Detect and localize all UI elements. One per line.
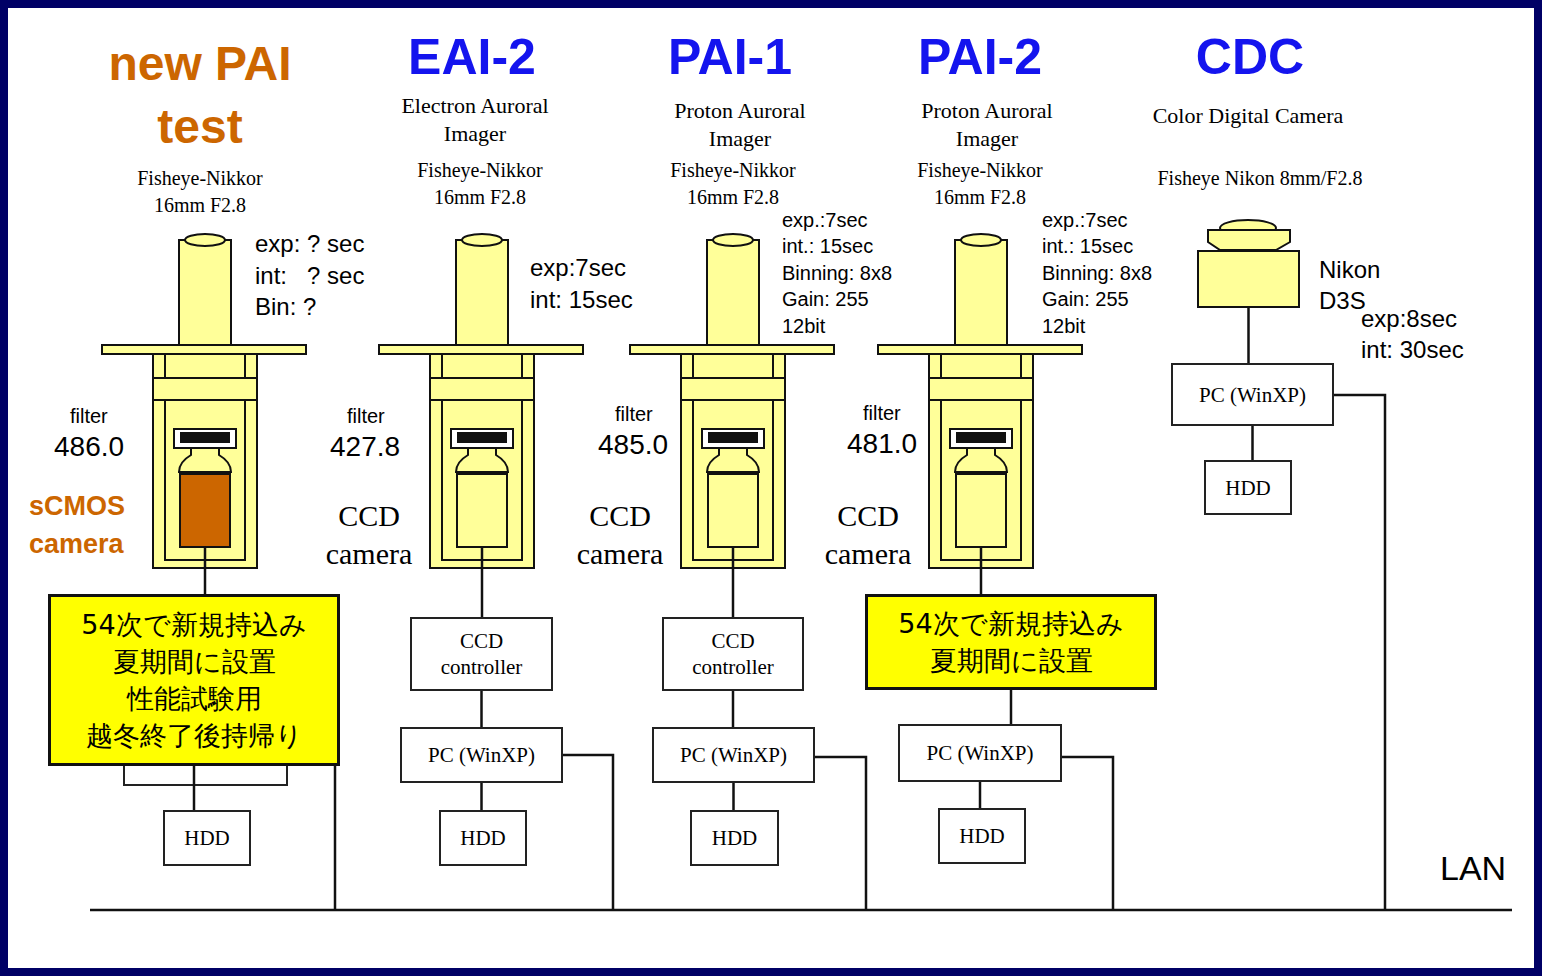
connector-line [1247, 308, 1250, 363]
equipment-box: HDD [439, 810, 527, 866]
instrument-title: PAI-1 [630, 28, 830, 86]
filter-wavelength: 486.0 [54, 430, 124, 464]
equipment-box: PC (WinXP) [1171, 363, 1334, 426]
note-box: 54次で新規持込み 夏期間に設置 性能試験用 越冬終了後持帰り [48, 594, 340, 766]
equipment-box: HDD [1204, 460, 1292, 515]
parameter-text: exp.:7sec [1042, 207, 1128, 233]
equipment-box: CCD controller [662, 617, 804, 691]
parameter-text: int: 30sec [1361, 335, 1464, 365]
parameter-text: 12bit [782, 313, 825, 339]
filter-label: filter [70, 404, 108, 428]
filter-label: filter [863, 401, 901, 425]
lens-name: Fisheye-Nikkor 16mm F2.8 [653, 157, 813, 211]
connector-line [193, 766, 196, 810]
lens-name: Fisheye-Nikkor 16mm F2.8 [120, 165, 280, 219]
ccd-camera: CCD camera [707, 473, 759, 548]
parameter-text: exp:8sec [1361, 304, 1457, 334]
instrument-title: EAI-2 [372, 28, 572, 86]
filter-wavelength: 481.0 [847, 427, 917, 461]
lens-name: Fisheye-Nikkor 16mm F2.8 [900, 157, 1060, 211]
equipment-box: HDD [690, 810, 779, 866]
connector-line [1251, 426, 1254, 460]
parameter-text: int: 15sec [530, 285, 633, 315]
note-box: 54次で新規持込み 夏期間に設置 [865, 594, 1157, 690]
node-text: HDD [460, 825, 506, 851]
node-text: Nikon D3S [1319, 254, 1391, 316]
parameter-text: exp:7sec [530, 253, 626, 283]
equipment-box: PC (WinXP) [898, 724, 1062, 782]
node-text: CCD camera [308, 497, 430, 573]
equipment-box: PC (WinXP) [652, 727, 815, 783]
parameter-text: exp.:7sec [782, 207, 868, 233]
network-label: LAN [1440, 848, 1506, 888]
connector-line [979, 782, 982, 808]
instrument-title: CDC [1150, 28, 1350, 86]
connector-line [204, 548, 207, 594]
lens-name: Fisheye-Nikkor 16mm F2.8 [400, 157, 560, 211]
connector-line [480, 691, 483, 727]
node-text: CCD camera [559, 497, 681, 573]
instrument-subtitle: Color Digital Camera [1118, 102, 1378, 130]
node-text: CCD controller [678, 628, 788, 680]
node-text: PC (WinXP) [926, 740, 1033, 766]
parameter-text: Gain: 255 [782, 286, 869, 312]
camera-body: Nikon D3S [1197, 250, 1300, 308]
connector-line [732, 783, 735, 810]
node-text: HDD [712, 825, 758, 851]
connector-line [480, 783, 483, 810]
ccd-camera: CCD camera [456, 473, 508, 548]
node-text: PC (WinXP) [680, 742, 787, 768]
node-text: PC (WinXP) [1199, 382, 1306, 408]
parameter-text: 12bit [1042, 313, 1085, 339]
connector-line [732, 691, 735, 727]
filter-wavelength: 427.8 [330, 430, 400, 464]
connector-line [1010, 690, 1013, 724]
connector-line [481, 548, 484, 617]
connector-line [980, 548, 983, 594]
connector-line [732, 548, 735, 617]
equipment-box: PC (WinXP) [400, 727, 563, 783]
instrument-subtitle: Electron Auroral Imager [380, 92, 570, 148]
parameter-text: int.: 15sec [1042, 233, 1133, 259]
instrument-title: new PAI test [80, 32, 320, 158]
node-text: 54次で新規持込み 夏期間に設置 [878, 605, 1144, 679]
node-text: HDD [1225, 475, 1271, 501]
parameter-text: int.: 15sec [782, 233, 873, 259]
parameter-text: exp: ? sec [255, 229, 364, 259]
node-text: HDD [184, 825, 230, 851]
parameter-text: Gain: 255 [1042, 286, 1129, 312]
node-text: CCD controller [426, 628, 537, 680]
node-text: PC (WinXP) [428, 742, 535, 768]
parameter-text: Bin: ? [255, 292, 316, 322]
ccd-camera: CCD camera [955, 473, 1007, 548]
equipment-box: HDD [938, 808, 1026, 864]
parameter-text: Binning: 8x8 [1042, 260, 1152, 286]
instrument-subtitle: Proton Auroral Imager [902, 97, 1072, 153]
instrument-title: PAI-2 [880, 28, 1080, 86]
equipment-box: HDD [163, 810, 251, 866]
lens-name: Fisheye Nikon 8mm/F2.8 [1130, 165, 1390, 192]
node-text: 54次で新規持込み 夏期間に設置 性能試験用 越冬終了後持帰り [61, 606, 327, 754]
filter-label: filter [615, 402, 653, 426]
parameter-text: int: ? sec [255, 261, 364, 291]
node-text: HDD [959, 823, 1005, 849]
parameter-text: Binning: 8x8 [782, 260, 892, 286]
node-text: sCMOS camera [29, 487, 153, 563]
node-text: CCD camera [807, 497, 929, 573]
equipment-box: CCD controller [410, 617, 553, 691]
filter-wavelength: 485.0 [598, 428, 668, 462]
filter-label: filter [347, 404, 385, 428]
scmos-camera: sCMOS camera [179, 473, 231, 548]
instrument-subtitle: Proton Auroral Imager [655, 97, 825, 153]
